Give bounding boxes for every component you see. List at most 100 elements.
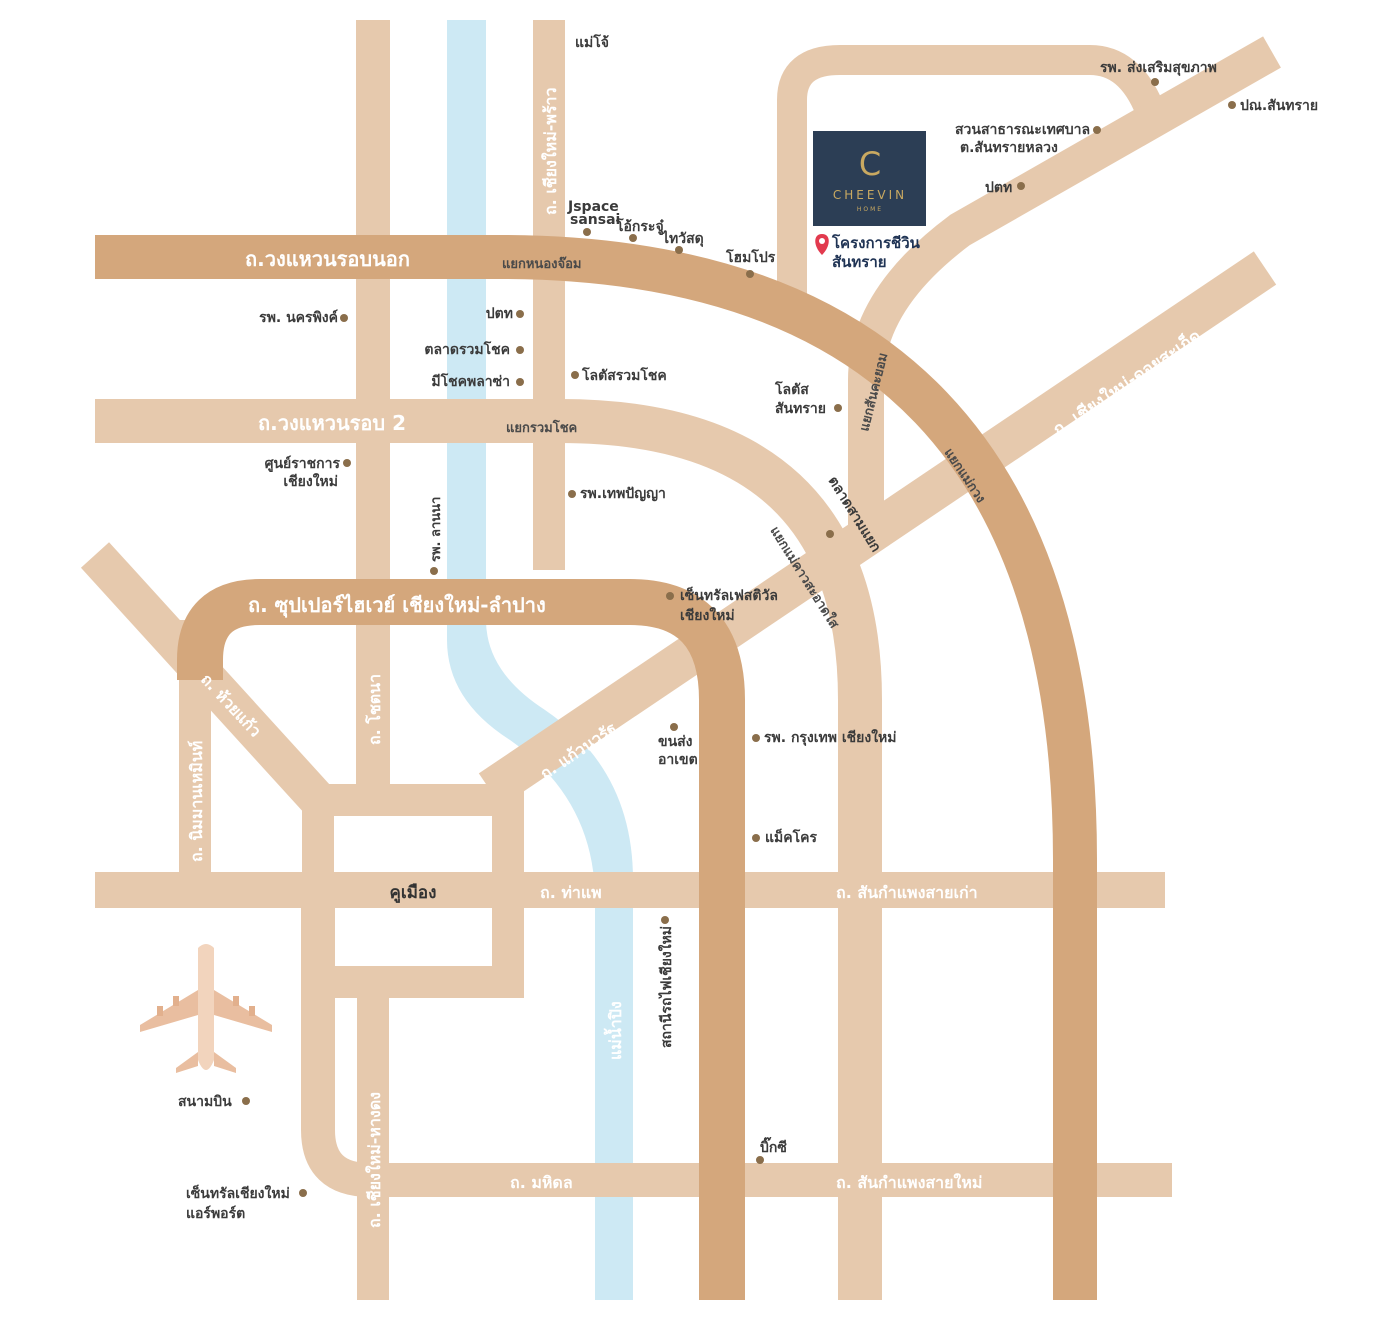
poi-dot-nakornping-hospital bbox=[340, 314, 348, 322]
poi-central-airport-line1: เซ็นทรัลเชียงใหม่ bbox=[186, 1184, 290, 1202]
location-pin-hole bbox=[819, 238, 825, 244]
poi-ptt: ปตท bbox=[486, 306, 513, 322]
label-nimman: ถ. นิมมานเหมินท์ bbox=[187, 741, 206, 862]
label-ping-river: แม่น้ำปิง bbox=[603, 1001, 625, 1060]
poi-park-line2: ต.สันทรายหลวง bbox=[960, 140, 1058, 156]
poi-dot-railway-station bbox=[661, 916, 669, 924]
poi-dot-homepro bbox=[746, 270, 754, 278]
poi-ruamchok-market: ตลาดรวมโชค bbox=[424, 340, 510, 358]
poi-gov-center-line1: ศูนย์ราชการ bbox=[265, 455, 341, 472]
poi-maejo: แม่โจ้ bbox=[575, 33, 609, 51]
poi-bus-station-line2: อาเขต bbox=[658, 752, 698, 768]
poi-dot-park-line1 bbox=[1093, 126, 1101, 134]
airplane-part bbox=[214, 1052, 236, 1073]
airplane-part bbox=[198, 944, 214, 1070]
poi-dot-lotus-ruamchok bbox=[571, 371, 579, 379]
poi-dot-bangkok-hospital bbox=[752, 734, 760, 742]
poi-lotus-ruamchok: โลตัสรวมโชค bbox=[581, 366, 667, 384]
location-pin-icon bbox=[815, 234, 829, 255]
poi-dot-meechok-plaza bbox=[516, 378, 524, 386]
poi-dot-airport bbox=[242, 1097, 250, 1105]
poi-makro: แม็คโคร bbox=[765, 828, 818, 846]
road-ring2 bbox=[95, 399, 882, 1300]
airplane-part bbox=[214, 990, 272, 1032]
cheevin-logo-name: CHEEVIN bbox=[833, 188, 907, 202]
poi-dot-theppanya bbox=[568, 490, 576, 498]
poi-lotus-sansai-line2: สันทราย bbox=[775, 401, 826, 417]
poi-theppanya: รพ.เทพปัญญา bbox=[580, 486, 666, 502]
poi-park-line1: สวนสาธารณะเทศบาล bbox=[955, 122, 1090, 138]
poi-dot-big-c bbox=[756, 1156, 764, 1164]
airplane-engine bbox=[173, 996, 179, 1006]
poi-central-festival-line2: เชียงใหม่ bbox=[680, 606, 735, 624]
poi-lanna-hospital: รพ. ลานนา bbox=[429, 497, 444, 562]
label-tha-phae: ถ. ท่าแพ bbox=[540, 883, 602, 902]
airplane-engine bbox=[233, 996, 239, 1006]
label-outer-ring: ถ.วงแหวนรอบนอก bbox=[245, 247, 410, 271]
poi-okrajoo: โอ้กระจู๋ bbox=[615, 217, 664, 235]
poi-ssh-hospital: รพ. ส่งเสริมสุขภาพ bbox=[1100, 60, 1217, 76]
poi-dot-lanna-hospital bbox=[430, 567, 438, 575]
poi-dot-pon-sansai bbox=[1228, 101, 1236, 109]
points-of-interest: แม่โจ้รพ. ส่งเสริมสุขภาพปณ.สันทรายสวนสาธ… bbox=[178, 33, 1318, 1222]
poi-lotus-sansai-line1: โลตัส bbox=[774, 380, 809, 398]
poi-meechok-plaza: มีโชคพลาซ่า bbox=[431, 372, 510, 390]
airplane-part bbox=[140, 990, 198, 1032]
road-sansai-loop bbox=[777, 45, 1164, 310]
poi-airport: สนามบิน bbox=[178, 1094, 232, 1110]
poi-dot-ruamchok-market bbox=[516, 346, 524, 354]
poi-jspace-line1: Jspace bbox=[567, 199, 619, 215]
poi-dot-jspace-line2 bbox=[583, 228, 591, 236]
cheevin-logo-sub: HOME bbox=[857, 206, 883, 213]
road-outer-ring bbox=[95, 235, 1097, 1300]
poi-jspace-line2: sansai bbox=[570, 212, 620, 228]
major-roads bbox=[95, 235, 1097, 1300]
label-moat: คูเมือง bbox=[390, 882, 437, 904]
label-chiangmai-phrao: ถ. เชียงใหม่-พร้าว bbox=[541, 87, 560, 215]
label-sankamphaeng-old: ถ. สันกำแพงสายเก่า bbox=[836, 883, 978, 902]
road-superhighway bbox=[177, 579, 745, 1300]
cheevin-logo-box bbox=[813, 131, 926, 226]
poi-dot-makro bbox=[752, 834, 760, 842]
poi-dot-san-yaek-market bbox=[826, 530, 834, 538]
label-superhighway: ถ. ซุปเปอร์ไฮเวย์ เชียงใหม่-ลำปาง bbox=[248, 593, 546, 618]
airplane-engine bbox=[249, 1006, 255, 1016]
poi-dot-okrajoo bbox=[629, 234, 637, 242]
cheevin-logo-mark: C bbox=[859, 145, 881, 183]
airplane-part bbox=[176, 1052, 198, 1073]
label-junction-nong-chom: แยกหนองจ๊อม bbox=[502, 257, 581, 272]
label-ring2: ถ.วงแหวนรอบ 2 bbox=[258, 411, 406, 435]
poi-dot-lotus-sansai-line2 bbox=[834, 404, 842, 412]
poi-nakornping-hospital: รพ. นครพิงค์ bbox=[259, 309, 338, 326]
poi-big-c: บิ๊กซี bbox=[760, 1136, 787, 1156]
poi-bangkok-hospital: รพ. กรุงเทพ เชียงใหม่ bbox=[764, 728, 897, 746]
poi-pon-sansai: ปณ.สันทราย bbox=[1240, 98, 1318, 114]
moat-road bbox=[302, 784, 524, 998]
poi-dot-ssh-hospital bbox=[1151, 78, 1159, 86]
label-sankamphaeng-new: ถ. สันกำแพงสายใหม่ bbox=[836, 1173, 982, 1192]
poi-gov-center-line2: เชียงใหม่ bbox=[283, 472, 338, 490]
label-chotana: ถ. โชตนา bbox=[364, 674, 384, 745]
poi-dot-ptt bbox=[516, 310, 524, 318]
poi-dot-ptt-north bbox=[1017, 182, 1025, 190]
poi-dot-central-airport-line1 bbox=[299, 1189, 307, 1197]
poi-central-airport-line2: แอร์พอร์ต bbox=[186, 1205, 245, 1222]
project-name-line1: โครงการชีวิน bbox=[831, 233, 921, 252]
poi-dot-thai-watsadu bbox=[675, 246, 683, 254]
poi-dot-bus-station-line1 bbox=[670, 723, 678, 731]
label-chiangmai-hangdong: ถ. เชียงใหม่-หางดง bbox=[365, 1092, 384, 1228]
poi-ptt-north: ปตท bbox=[985, 180, 1012, 196]
label-junction-ruam-chok: แยกรวมโชค bbox=[506, 419, 577, 436]
poi-thai-watsadu: ไทวัสดุ bbox=[660, 229, 704, 247]
poi-dot-gov-center-line1 bbox=[343, 459, 351, 467]
label-mahidol: ถ. มหิดล bbox=[510, 1173, 573, 1192]
poi-central-festival-line1: เซ็นทรัลเฟสติวัล bbox=[680, 586, 778, 604]
poi-homepro: โฮมโปร bbox=[725, 248, 776, 266]
poi-railway-station: สถานีรถไฟเชียงใหม่ bbox=[657, 926, 675, 1048]
airplane-icon bbox=[140, 944, 272, 1073]
poi-bus-station-line1: ขนส่ง bbox=[658, 734, 693, 750]
airplane-engine bbox=[157, 1006, 163, 1016]
